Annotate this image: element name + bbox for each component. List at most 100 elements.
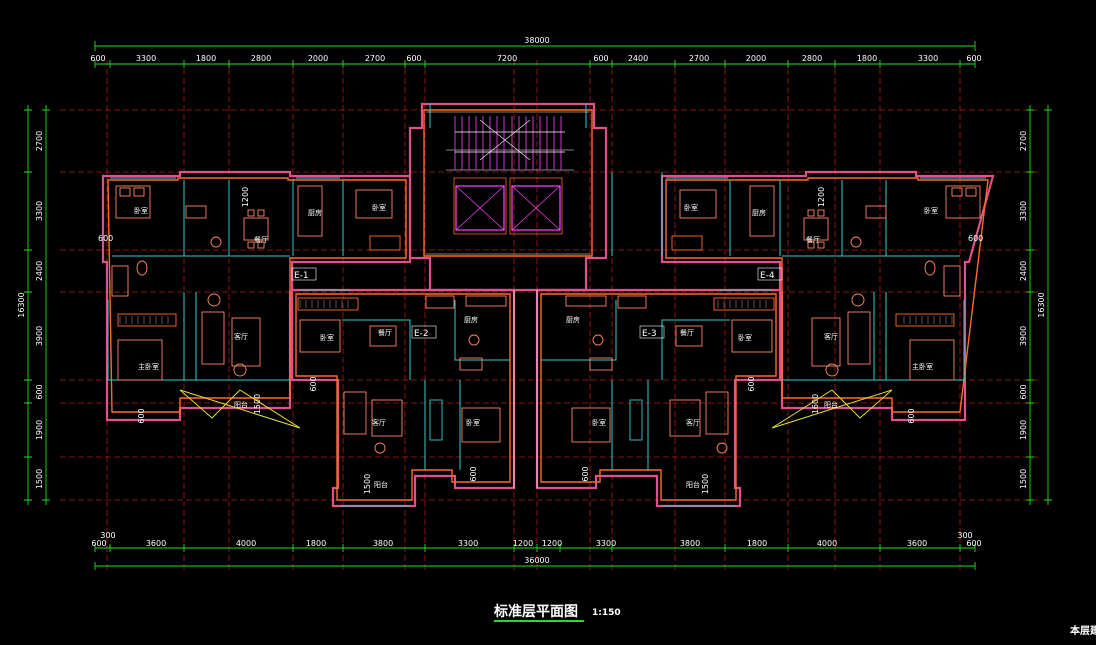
- left-dim-3: 2400: [35, 261, 44, 281]
- room-label-e1-balcony: 阳台: [234, 400, 248, 409]
- room-label-e4-living: 客厅: [824, 332, 838, 341]
- right-dim-3: 2400: [1019, 261, 1028, 281]
- drawing-scale: 1:150: [592, 608, 621, 618]
- bottom-total-dim: 36000: [524, 556, 549, 565]
- bottom-dim-5: 3800: [373, 539, 393, 548]
- room-label-e3-dining: 餐厅: [680, 328, 694, 337]
- bottom-dim-9: 3300: [596, 539, 616, 548]
- top-dim-1: 600: [90, 54, 105, 63]
- left-dim-1: 2700: [35, 131, 44, 151]
- top-dim-4: 2800: [251, 54, 271, 63]
- room-label-e2-dining: 餐厅: [378, 328, 392, 337]
- room-label-e1-bedroom: 卧室: [134, 206, 148, 215]
- elevators: [453, 177, 563, 235]
- inner-dim-e1-1500: 1500: [253, 394, 262, 414]
- right-dim-7: 1500: [1019, 469, 1028, 489]
- unit-e4-outline: [660, 170, 995, 422]
- unit-tag-e4: E-4: [760, 271, 775, 281]
- room-label-e2-balcony: 阳台: [374, 480, 388, 489]
- room-label-e4-dining: 餐厅: [806, 235, 820, 244]
- unit-tag-e1: E-1: [294, 271, 309, 281]
- room-label-e2-bedroom2: 卧室: [466, 418, 480, 427]
- top-dim-7: 600: [406, 54, 421, 63]
- room-label-e1-kitchen: 厨房: [308, 208, 322, 217]
- left-dim-5: 600: [35, 384, 44, 399]
- room-label-e1-living: 客厅: [234, 332, 248, 341]
- top-dim-12: 2000: [746, 54, 766, 63]
- room-label-e1-bedroom2: 卧室: [372, 203, 386, 212]
- top-dim-14: 1800: [857, 54, 877, 63]
- top-dim-2: 3300: [136, 54, 156, 63]
- inner-dim-e3-600: 600: [747, 376, 756, 391]
- core-outline: [408, 102, 608, 292]
- unit-tag-e3: E-3: [642, 329, 657, 339]
- left-dim-2: 3300: [35, 201, 44, 221]
- right-dim-5: 600: [1019, 384, 1028, 399]
- walls: [101, 102, 995, 508]
- room-label-e3-kitchen: 厨房: [566, 315, 580, 324]
- bottom-dim-4: 1800: [306, 539, 326, 548]
- inner-dim-e3-1500: 1500: [701, 474, 710, 494]
- unit-e1-outline: [101, 170, 412, 422]
- room-label-e3-living: 客厅: [686, 418, 700, 427]
- top-dim-6: 2700: [365, 54, 385, 63]
- room-labels: 卧室 餐厅 厨房 卧室 主卧室 客厅 阳台 卧室 餐厅 厨房 卧室 主卧室 客厅…: [134, 203, 938, 489]
- axis-grid: [60, 60, 1040, 570]
- right-dimensions: 2700 3300 2400 3900 600 1900 1500 16300: [1019, 131, 1046, 489]
- inner-dim-right-600: 600: [968, 234, 983, 243]
- furniture: [111, 185, 981, 454]
- bottom-dim-13: 3600: [907, 539, 927, 548]
- inner-dim-e2-600: 600: [309, 376, 318, 391]
- top-dimensions: 38000 600 3300 1800 2800 2000 2700 600 7…: [90, 36, 981, 63]
- top-total-dim: 38000: [524, 36, 549, 45]
- bottom-dimensions: 300 300 600 3600 4000 1800 3800 3300 120…: [91, 531, 981, 565]
- top-dim-8: 7200: [497, 54, 517, 63]
- drawing-title: 标准层平面图: [493, 603, 578, 620]
- left-dim-4: 3900: [35, 326, 44, 346]
- bottom-extra-left: 300: [100, 531, 115, 540]
- bottom-dim-6: 3300: [458, 539, 478, 548]
- bottom-dim-11: 1800: [747, 539, 767, 548]
- left-total-dim: 16300: [17, 292, 26, 317]
- partitions: [107, 104, 965, 488]
- room-label-e2-kitchen: 厨房: [464, 315, 478, 324]
- right-dim-1: 2700: [1019, 131, 1028, 151]
- windows: [107, 177, 986, 507]
- unit-tags: E-1 E-2 E-3 E-4: [291, 267, 783, 339]
- inner-dim-e3-600b: 600: [581, 466, 590, 481]
- inner-dim-e4-1600: 1600: [811, 394, 820, 414]
- inner-dim-e4-600b: 600: [907, 408, 916, 423]
- room-label-e4-balcony: 阳台: [824, 400, 838, 409]
- room-label-e2-bedroom: 卧室: [320, 333, 334, 342]
- bottom-dim-3: 4000: [236, 539, 256, 548]
- right-dim-2: 3300: [1019, 201, 1028, 221]
- inner-dimensions: 1200 1200 600 600 600 600 1500 1500 600 …: [98, 187, 983, 494]
- bottom-dim-14: 600: [966, 539, 981, 548]
- stairwell: [454, 116, 565, 170]
- room-label-e1-master: 主卧室: [138, 362, 159, 371]
- left-dimensions: 2700 3300 2400 3900 600 1900 1500 16300: [17, 131, 44, 489]
- unit-e2-outline: [290, 288, 516, 508]
- top-dim-10: 2400: [628, 54, 648, 63]
- room-label-e3-bedroom: 卧室: [738, 333, 752, 342]
- top-dim-16: 600: [966, 54, 981, 63]
- bottom-dim-1: 600: [91, 539, 106, 548]
- dimension-lines: [24, 41, 1052, 570]
- room-label-e4-bedroom: 卧室: [924, 206, 938, 215]
- room-label-e3-balcony: 阳台: [686, 480, 700, 489]
- room-label-e4-master: 主卧室: [912, 362, 933, 371]
- bottom-dim-10: 3800: [680, 539, 700, 548]
- left-dim-7: 1500: [35, 469, 44, 489]
- top-dim-3: 1800: [196, 54, 216, 63]
- balcony-hatch: [119, 300, 953, 324]
- top-dim-11: 2700: [689, 54, 709, 63]
- top-dim-9: 600: [593, 54, 608, 63]
- room-label-e2-living: 客厅: [372, 418, 386, 427]
- bottom-dim-7: 1200: [513, 539, 533, 548]
- top-dim-15: 3300: [918, 54, 938, 63]
- room-label-e1-dining: 餐厅: [254, 235, 268, 244]
- top-dim-13: 2800: [802, 54, 822, 63]
- inner-dim-e1-600b: 600: [137, 408, 146, 423]
- top-dim-5: 2000: [308, 54, 328, 63]
